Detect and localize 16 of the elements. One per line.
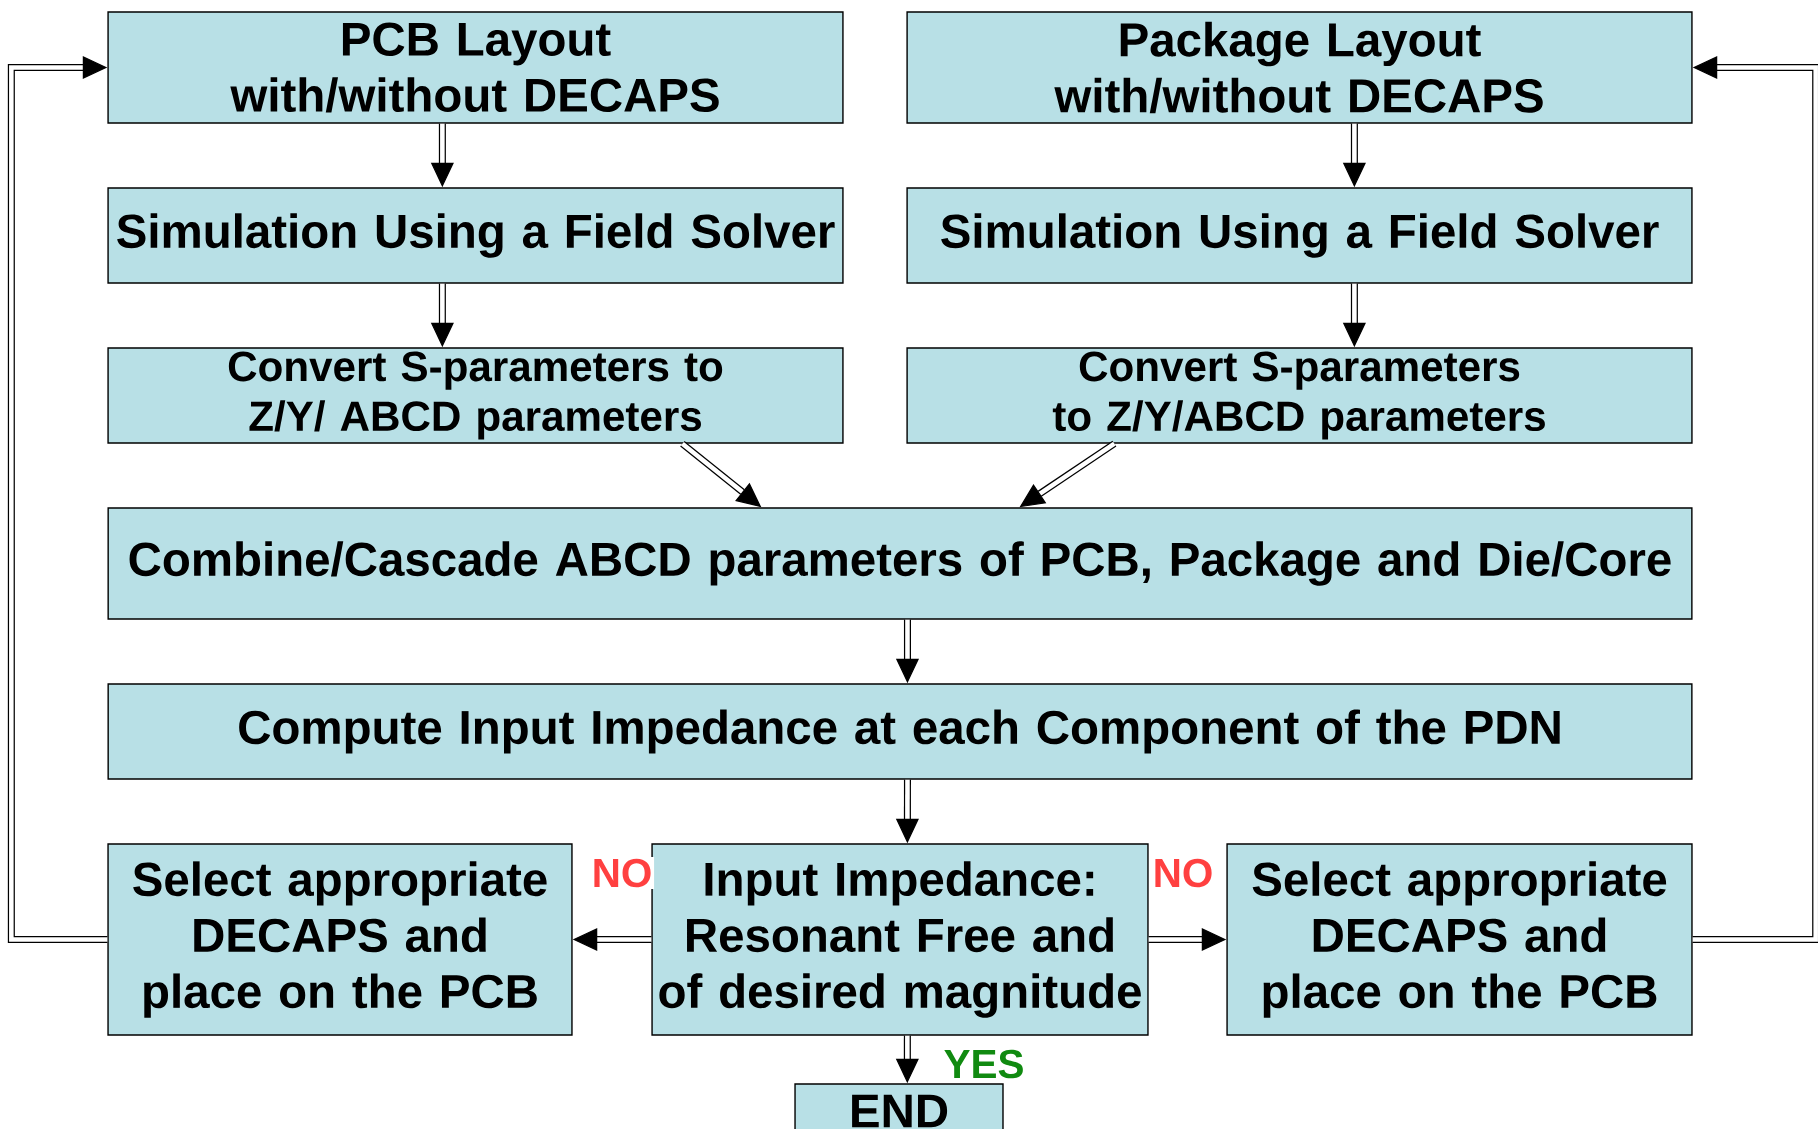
process-box: Compute Input Impedance at each Component of the PDN — [107, 683, 1693, 780]
process-box: Simulation Using a Field Solver — [906, 187, 1693, 284]
edge-label: YES — [941, 1047, 1027, 1081]
process-box: Select appropriate DECAPS and place on the PCB — [1226, 843, 1693, 1036]
process-box: Convert S-parameters to Z/Y/ABCD parameters — [906, 347, 1693, 444]
process-box: Input Impedance: Resonant Free and of desired magnitude — [651, 843, 1149, 1036]
process-box: PCB Layout with/without DECAPS — [107, 11, 844, 124]
arrow — [7, 55, 108, 944]
process-box: Simulation Using a Field Solver — [107, 187, 844, 284]
process-box: END — [794, 1083, 1004, 1129]
edge-label: NO — [1150, 856, 1216, 890]
process-box: Combine/Cascade ABCD parameters of PCB, Package and Die/Core — [107, 507, 1693, 620]
process-box: Package Layout with/without DECAPS — [906, 11, 1693, 124]
process-box: Convert S-parameters to Z/Y/ ABCD parameters — [107, 347, 844, 444]
process-box: Select appropriate DECAPS and place on the PCB — [107, 843, 573, 1036]
edge-label: NO — [589, 856, 655, 890]
